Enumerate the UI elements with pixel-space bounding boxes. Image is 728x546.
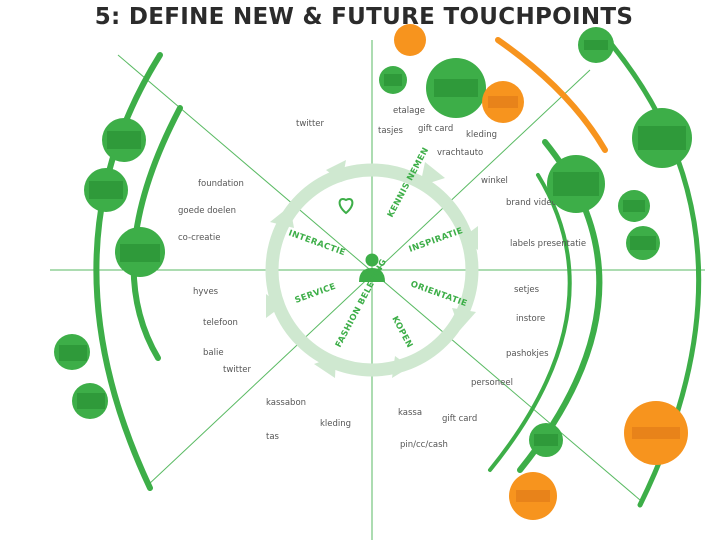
orange-node [394, 24, 426, 56]
touchpoint-label: telefoon [203, 318, 238, 328]
touchpoint-label: kleding [466, 130, 497, 140]
orange-node [482, 81, 524, 123]
touchpoint-label: labels presentatie [510, 239, 586, 249]
green-node [72, 383, 108, 419]
touchpoint-label: instore [516, 314, 545, 324]
touchpoint-label: etalage [393, 106, 425, 116]
touchpoint-label: balie [203, 348, 224, 358]
green-node [529, 423, 563, 457]
green-node [626, 226, 660, 260]
green-node [379, 66, 407, 94]
touchpoint-label: hyves [193, 287, 219, 297]
green-node [547, 155, 605, 213]
green-node [632, 108, 692, 168]
phase-orientatie: ORIENTATIE [409, 279, 469, 309]
touchpoint-label: personeel [471, 378, 513, 388]
green-node [618, 190, 650, 222]
touchpoint-label: tas [266, 432, 280, 442]
cycle-ring-circle [265, 163, 479, 377]
orange-nodes [394, 24, 688, 520]
touchpoint-label: pashokjes [506, 349, 549, 359]
touchpoint-label: co-creatie [178, 233, 220, 243]
arrowhead-top-left [326, 160, 346, 182]
phase-inspiratie: INSPIRATIE [408, 226, 465, 255]
green-node [115, 227, 165, 277]
cycle-ring [265, 160, 479, 378]
orange-arc [495, 37, 608, 153]
touchpoint-label: twitter [296, 119, 325, 129]
phase-kopen: KOPEN [389, 315, 414, 350]
touchpoint-label: winkel [481, 176, 508, 186]
arrowhead-left-top [270, 206, 294, 228]
arrowhead-top [420, 162, 445, 186]
arrowhead-bottom-left [314, 356, 336, 378]
left-arc-1 [93, 52, 163, 491]
orange-node [624, 401, 688, 465]
heart-icon [338, 198, 354, 215]
green-nodes [54, 27, 692, 457]
green-node [84, 168, 128, 212]
axis-lines [50, 40, 705, 540]
phase-interactie: INTERACTIE [287, 228, 347, 258]
touchpoint-label: kleding [320, 419, 351, 429]
arrowhead-bottom [392, 356, 410, 378]
green-node [578, 27, 614, 63]
touchpoint-label: kassabon [266, 398, 306, 408]
cycle-arrowheads [266, 160, 478, 378]
touchpoint-label: setjes [514, 285, 540, 295]
arrowhead-right-low [452, 308, 476, 330]
touchpoint-label: twitter [223, 365, 252, 375]
person-icon [359, 253, 385, 282]
green-node [54, 334, 90, 370]
arrowhead-right [462, 226, 478, 250]
touchpoint-labels: etalage tasjes gift card kleding vrachta… [178, 106, 586, 450]
phase-service: SERVICE [294, 282, 338, 306]
touchpoint-label: foundation [198, 179, 244, 189]
arrowhead-left [266, 294, 282, 318]
touchpoint-label: kassa [398, 408, 422, 418]
green-node [102, 118, 146, 162]
touchpoint-label: gift card [442, 414, 477, 424]
orange-node [509, 472, 557, 520]
green-node [426, 58, 486, 118]
page-title: 5: DEFINE NEW & FUTURE TOUCHPOINTS [94, 4, 634, 30]
touchpoint-label: brand videos [506, 198, 562, 208]
touchpoint-label: vrachtauto [437, 148, 483, 158]
right-arc-3 [488, 173, 572, 472]
touchpoint-label: pin/cc/cash [400, 440, 448, 450]
touchpoint-label: goede doelen [178, 206, 236, 216]
touchpoint-label: gift card [418, 124, 453, 134]
touchpoint-label: tasjes [378, 126, 404, 136]
